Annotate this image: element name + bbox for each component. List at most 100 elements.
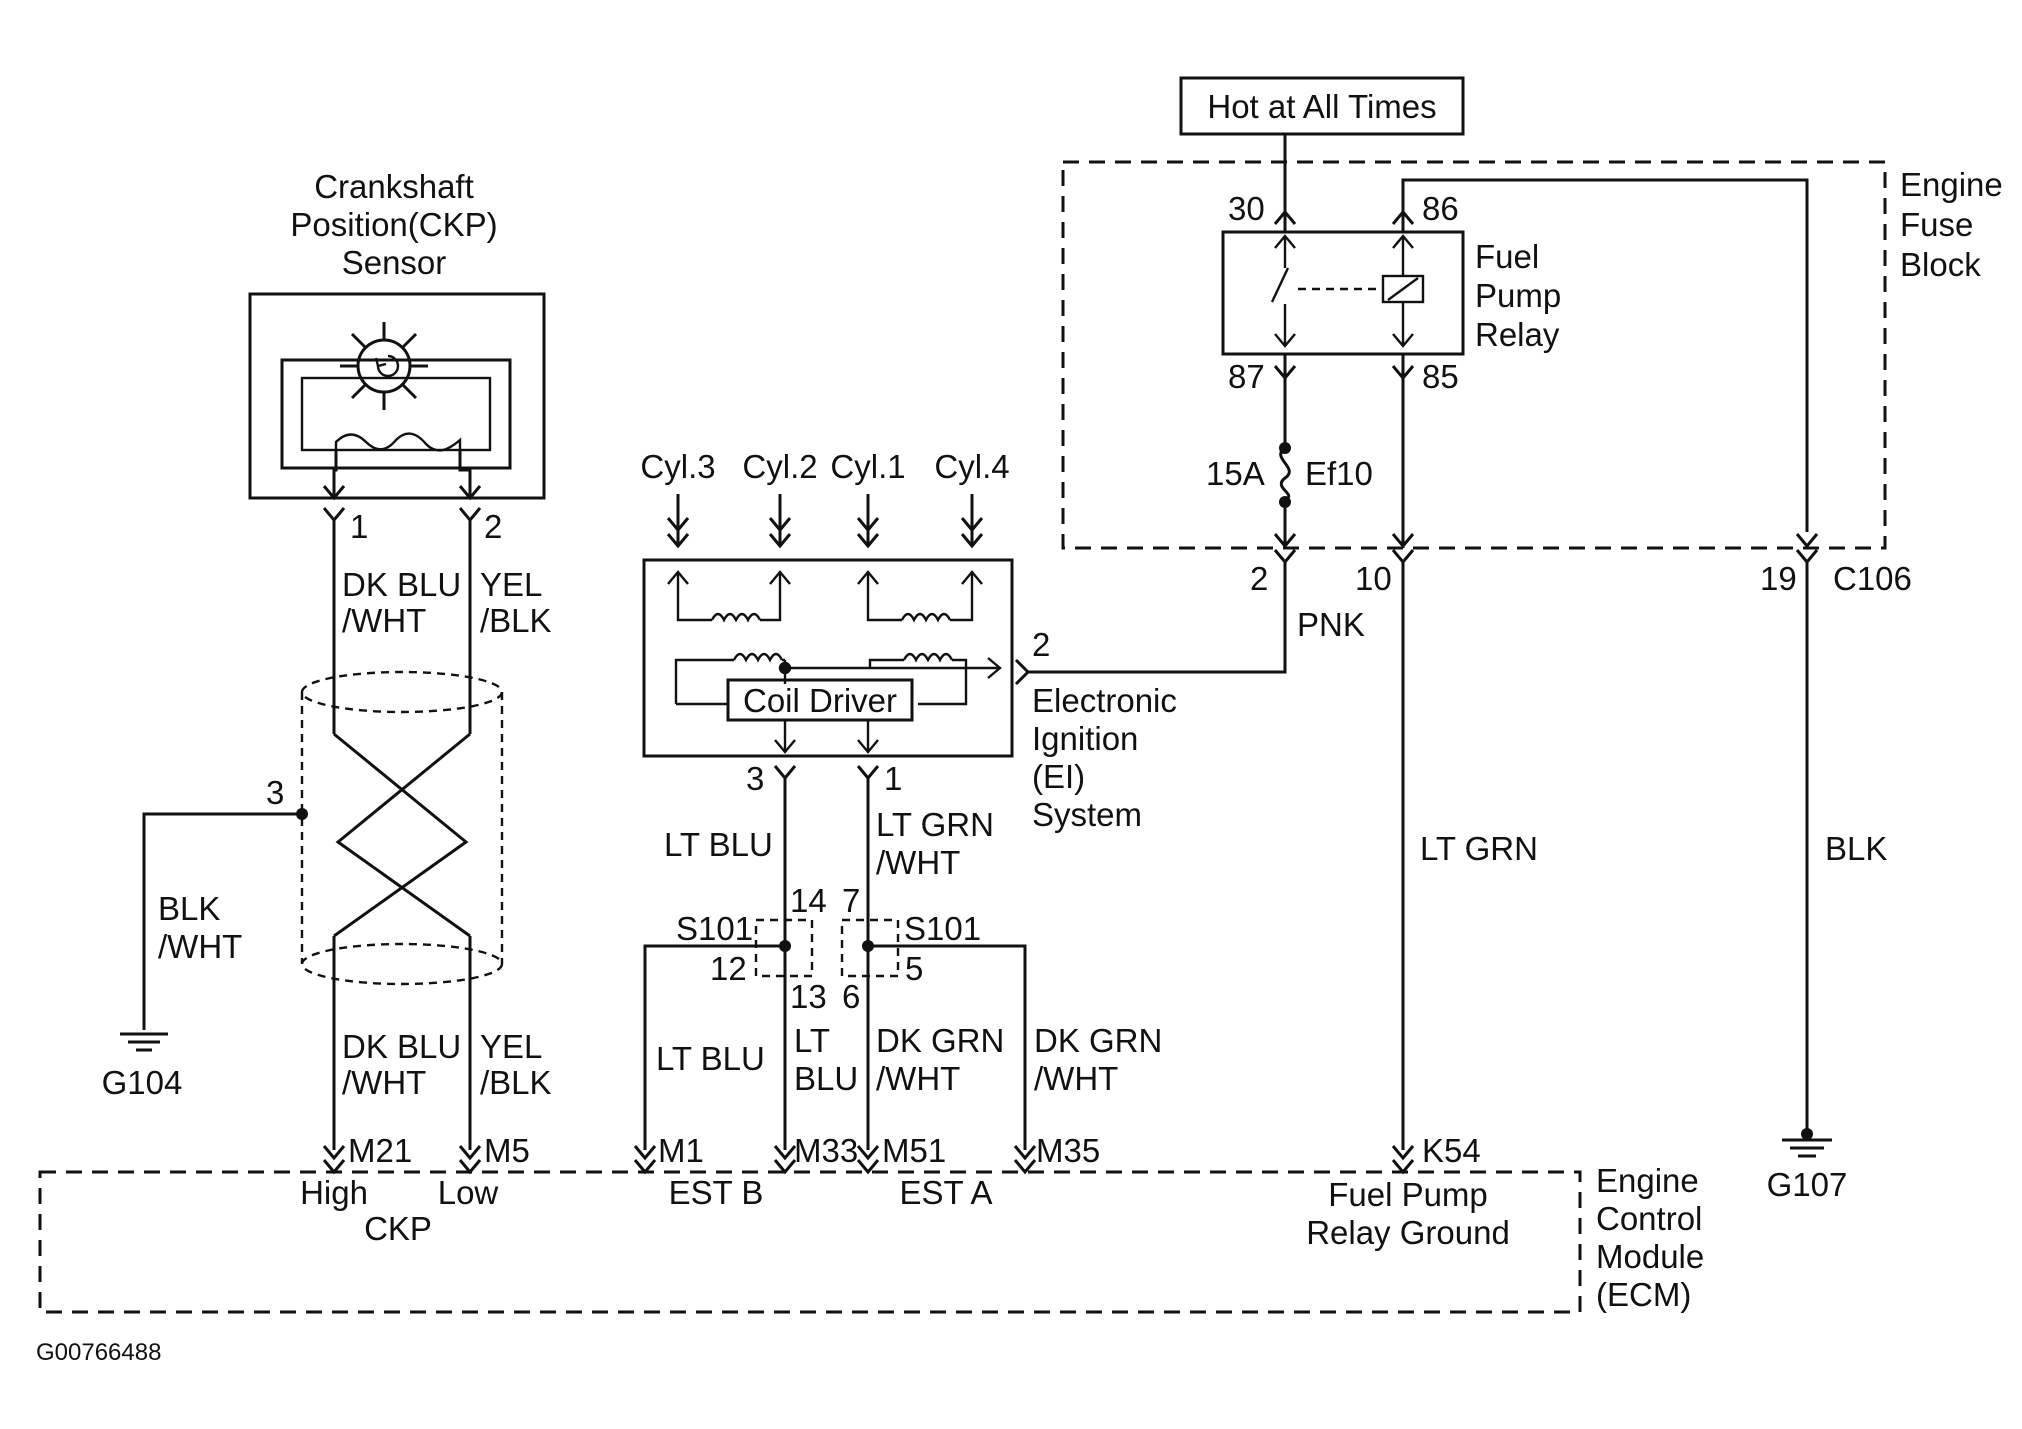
cylinder-3-label: Cyl.3	[640, 448, 715, 485]
ecm: M21 M5 M1 M33 M51 M35 K54 High Low CKP E…	[38, 1132, 1704, 1314]
dk-grn-wht-right-line1: DK GRN	[1034, 1022, 1162, 1059]
lt-grn-wht-line1: LT GRN	[876, 806, 994, 843]
ecm-pin-m51: M51	[882, 1132, 946, 1169]
blk-wire-label: BLK	[1825, 830, 1887, 867]
ecm-pin-k54: K54	[1422, 1132, 1481, 1169]
dk-grn-wht-right-line2: /WHT	[1034, 1060, 1118, 1097]
ckp-sensor-title-line3: Sensor	[342, 244, 447, 281]
cylinder-4-label: Cyl.4	[934, 448, 1009, 485]
engine-fuse-block: Engine Fuse Block	[1061, 160, 2003, 550]
dk-blu-wht-upper-line1: DK BLU	[342, 566, 461, 603]
pnk-wire: PNK	[1028, 562, 1365, 674]
dk-blu-wht-lower-line1: DK BLU	[342, 1028, 461, 1065]
blk-wire: BLK G107	[1767, 562, 1887, 1203]
ground-g107: G107	[1767, 1166, 1848, 1203]
ecm-pin-m1: M1	[658, 1132, 704, 1169]
splice-pin-7: 7	[842, 882, 860, 919]
c106-label: C106	[1833, 560, 1912, 597]
fuel-pump-relay-line1: Fuel	[1475, 238, 1539, 275]
c106-pin-19: 19	[1760, 560, 1797, 597]
connector-c106: 2 10 19 C106	[1250, 533, 1912, 597]
ei-pin-1: 1	[884, 760, 902, 797]
relay-pin-30: 30	[1228, 190, 1265, 227]
ecm-ckp-high: High	[300, 1174, 368, 1211]
ei-title-line4: System	[1032, 796, 1142, 833]
ecm-pin-m33: M33	[794, 1132, 858, 1169]
lt-blu-split-line1: LT	[794, 1022, 830, 1059]
blk-wht-line1: BLK	[158, 890, 220, 927]
yel-blk-upper-line2: /BLK	[480, 602, 552, 639]
splice-s101-left: S101	[676, 910, 753, 947]
figure-id: G00766488	[36, 1339, 161, 1366]
power-source: Hot at All Times	[1179, 76, 1465, 212]
splice-pin-14: 14	[790, 882, 827, 919]
fuse-rating: 15A	[1206, 455, 1265, 492]
fuel-pump-relay-line2: Pump	[1475, 277, 1561, 314]
ei-title-line2: Ignition	[1032, 720, 1138, 757]
ei-pin-3: 3	[746, 760, 764, 797]
ckp-sensor-title-line1: Crankshaft	[314, 168, 474, 205]
lt-blu-lower-label: LT BLU	[656, 1040, 765, 1077]
ei-title-line1: Electronic	[1032, 682, 1177, 719]
ecm-ckp-label: CKP	[364, 1210, 432, 1247]
hot-at-all-times-label: Hot at All Times	[1207, 88, 1436, 125]
fuel-pump-relay-line3: Relay	[1475, 316, 1560, 353]
coil-driver-label: Coil Driver	[743, 682, 897, 719]
ecm-pin-m5: M5	[484, 1132, 530, 1169]
engine-fuse-block-line1: Engine	[1900, 166, 2003, 203]
ckp-sensor-title-line2: Position(CKP)	[290, 206, 497, 243]
splice-pin-12: 12	[710, 950, 747, 987]
ecm-est-b: EST B	[669, 1174, 764, 1211]
dk-grn-wht-left-line1: DK GRN	[876, 1022, 1004, 1059]
est-wires: LT BLU LT GRN /WHT S101 S101 14 7 12 5 1…	[643, 778, 1162, 1150]
engine-fuse-block-line2: Fuse	[1900, 206, 1973, 243]
ecm-title-line1: Engine	[1596, 1162, 1699, 1199]
ckp-twisted-pair: DK BLU /WHT YEL /BLK DK BLU /WHT YEL /BL…	[102, 520, 552, 1150]
lt-blu-upper-label: LT BLU	[664, 826, 773, 863]
ecm-fuel-pump-relay-ground-line1: Fuel Pump	[1328, 1176, 1488, 1213]
pnk-wire-label: PNK	[1297, 606, 1365, 643]
lt-grn-wire-label: LT GRN	[1420, 830, 1538, 867]
fuse-name: Ef10	[1305, 455, 1373, 492]
shield-pin-3: 3	[266, 774, 284, 811]
yel-blk-lower-line2: /BLK	[480, 1064, 552, 1101]
ecm-ckp-low: Low	[438, 1174, 499, 1211]
ecm-pin-m35: M35	[1036, 1132, 1100, 1169]
cylinder-1-label: Cyl.1	[830, 448, 905, 485]
ei-pin-2: 2	[1032, 626, 1050, 663]
relay-pin-85: 85	[1422, 358, 1459, 395]
ei-system: Cyl.3 Cyl.2 Cyl.1 Cyl.4	[640, 448, 1176, 833]
blk-wht-line2: /WHT	[158, 928, 242, 965]
c106-pin-2: 2	[1250, 560, 1268, 597]
dk-blu-wht-upper-line2: /WHT	[342, 602, 426, 639]
fuel-pump-relay: 30 86 Fuel Pump Relay 87 85	[1221, 178, 1809, 532]
ecm-pin-m21: M21	[348, 1132, 412, 1169]
dk-blu-wht-lower-line2: /WHT	[342, 1064, 426, 1101]
ckp-sensor: Crankshaft Position(CKP) Sensor 1	[248, 168, 546, 545]
ei-title-line3: (EI)	[1032, 758, 1085, 795]
c106-pin-10: 10	[1355, 560, 1392, 597]
yel-blk-upper-line1: YEL	[480, 566, 542, 603]
engine-fuse-block-line3: Block	[1900, 246, 1981, 283]
ecm-title-line3: Module	[1596, 1238, 1704, 1275]
ecm-title-line4: (ECM)	[1596, 1276, 1691, 1313]
relay-pin-87: 87	[1228, 358, 1265, 395]
yel-blk-lower-line1: YEL	[480, 1028, 542, 1065]
ecm-title-line2: Control	[1596, 1200, 1702, 1237]
ground-g104: G104	[102, 1064, 183, 1101]
ecm-fuel-pump-relay-ground-line2: Relay Ground	[1306, 1214, 1510, 1251]
cylinder-2-label: Cyl.2	[742, 448, 817, 485]
lt-grn-wht-line2: /WHT	[876, 844, 960, 881]
fuse-ef10: 15A Ef10	[1206, 378, 1405, 548]
dk-grn-wht-left-line2: /WHT	[876, 1060, 960, 1097]
relay-pin-86: 86	[1422, 190, 1459, 227]
ckp-pin-2: 2	[484, 508, 502, 545]
splice-pin-6: 6	[842, 978, 860, 1015]
lt-blu-split-line2: BLU	[794, 1060, 858, 1097]
lt-grn-wire: LT GRN	[1401, 562, 1538, 1150]
ckp-pin-1: 1	[350, 508, 368, 545]
splice-s101-right: S101	[904, 910, 981, 947]
splice-pin-13: 13	[790, 978, 827, 1015]
ecm-est-a: EST A	[900, 1174, 993, 1211]
